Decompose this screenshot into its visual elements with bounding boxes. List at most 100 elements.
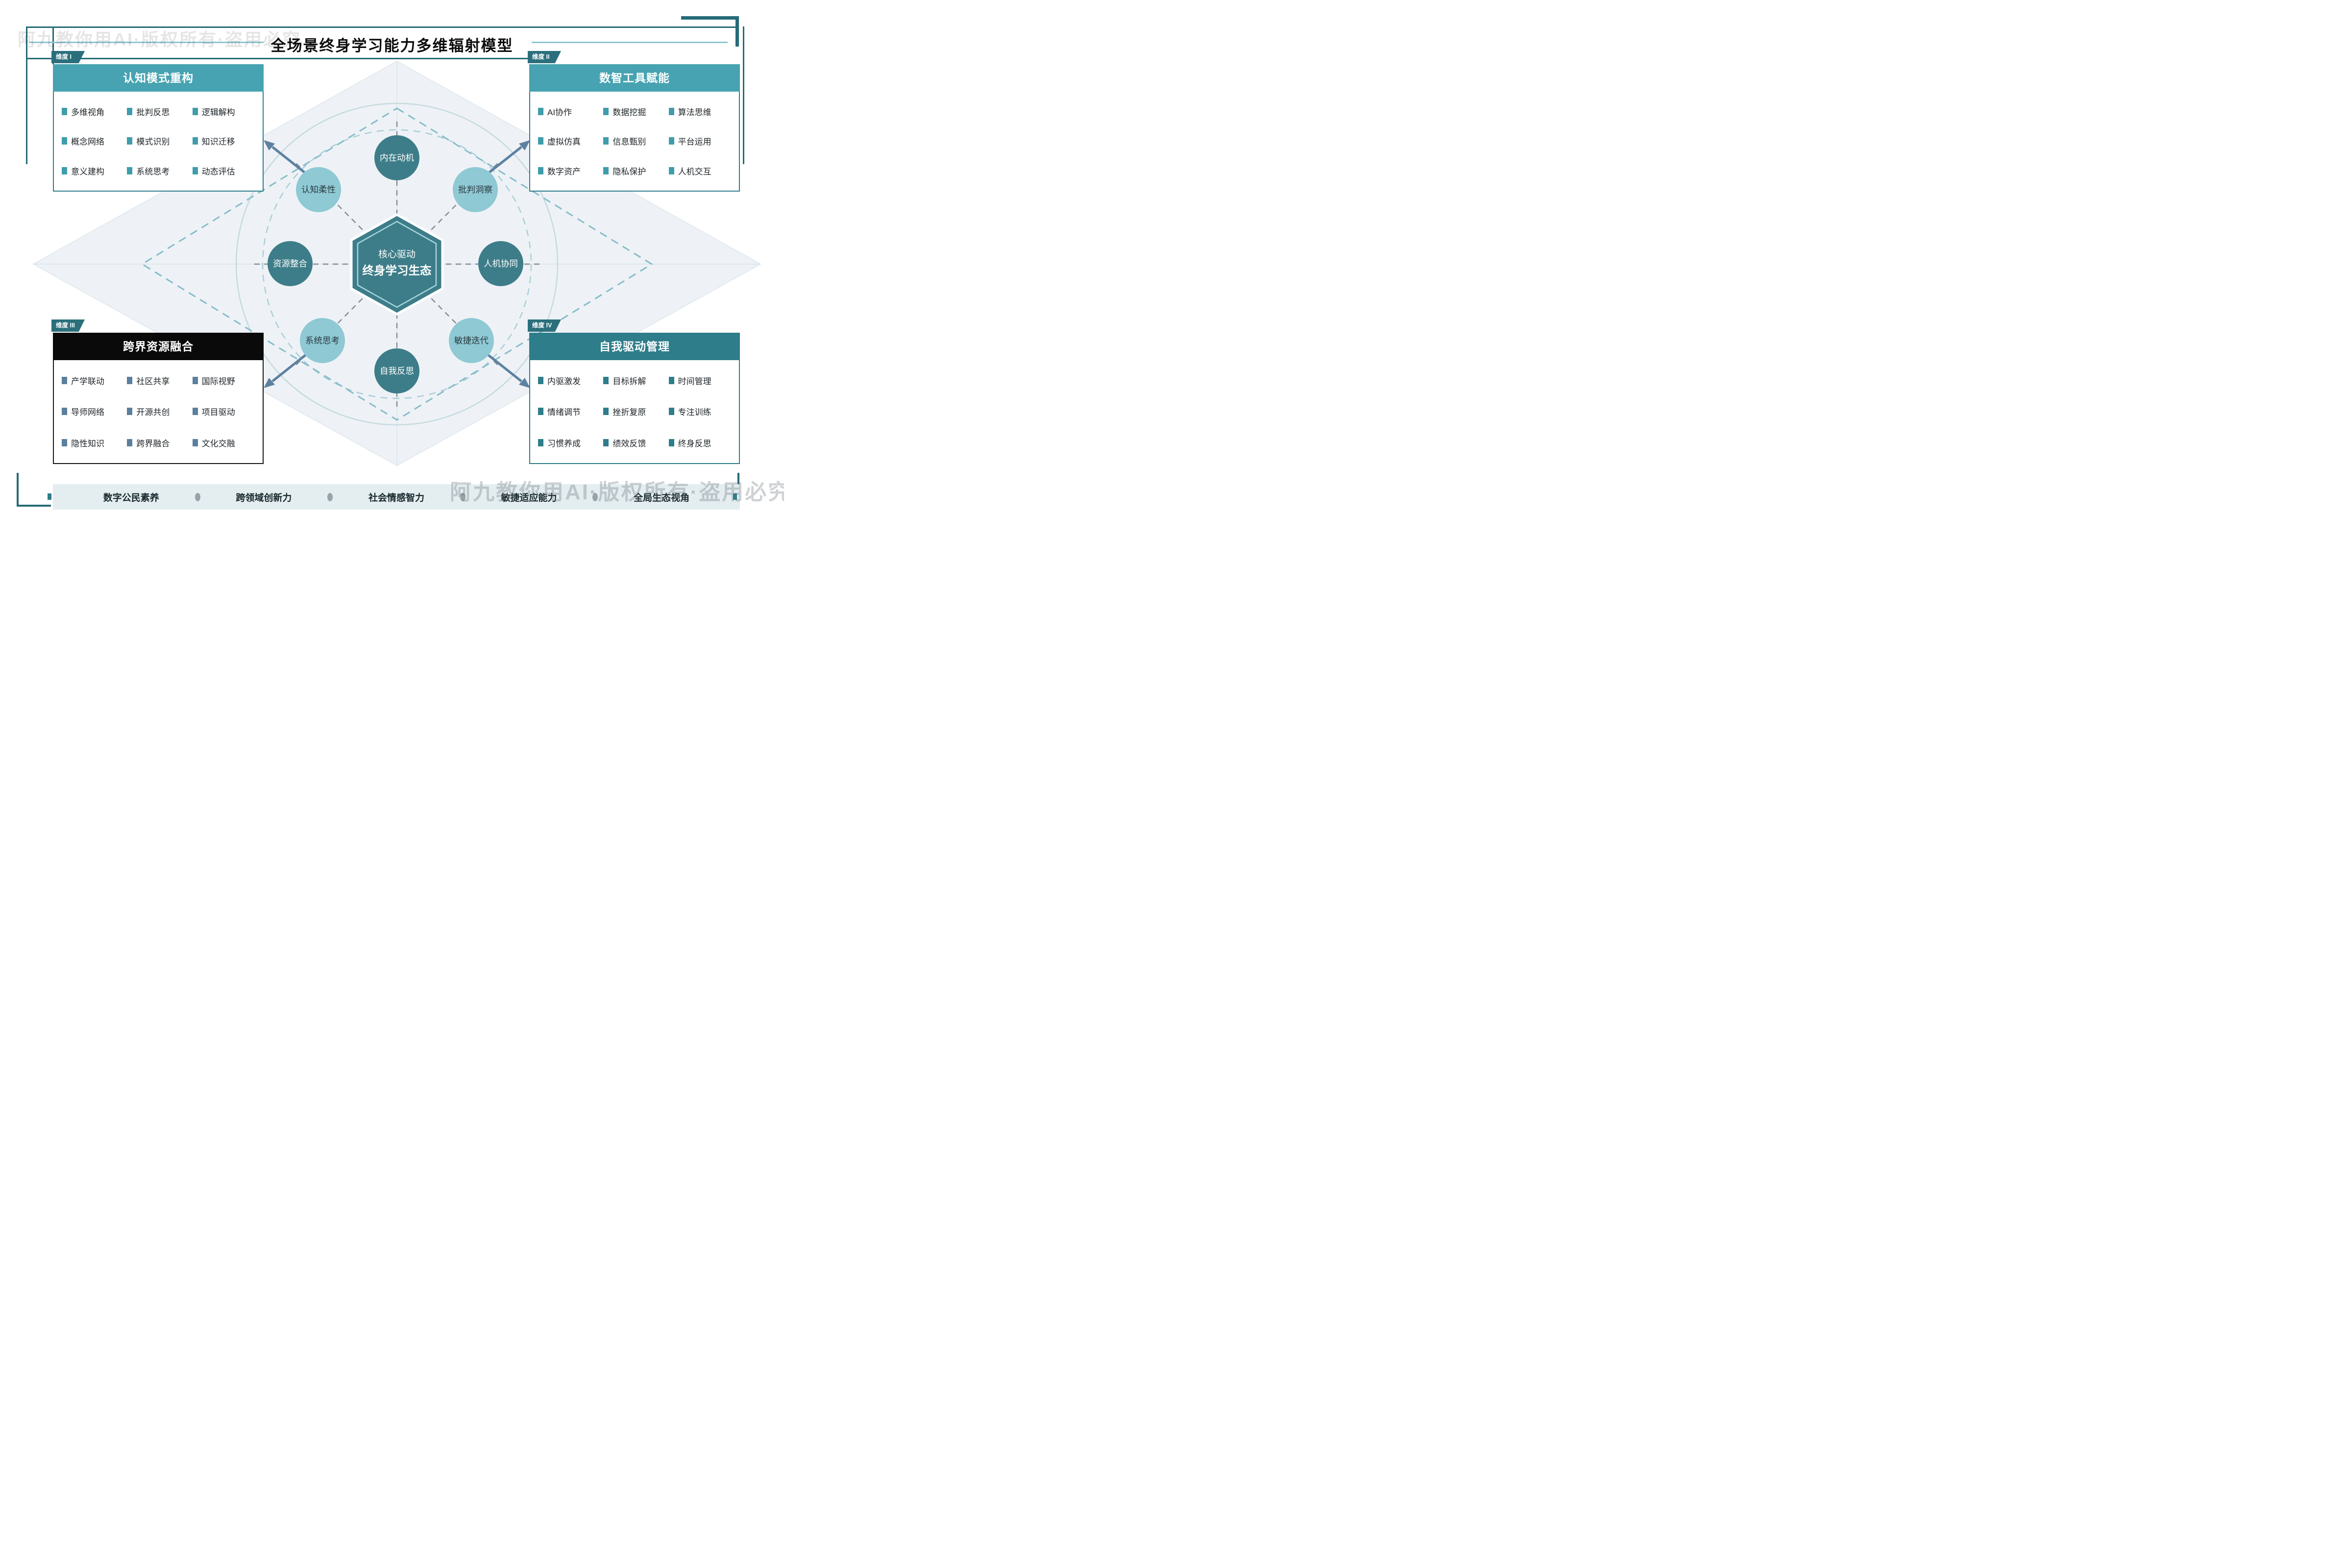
- bullet-square-icon: [538, 439, 543, 446]
- svg-text:认知柔性: 认知柔性: [301, 185, 336, 195]
- bullet-square-icon: [538, 167, 543, 175]
- footer-item: 敏捷适应能力: [501, 492, 557, 503]
- list-item: 导师网络: [62, 396, 127, 427]
- bullet-square-icon: [127, 408, 133, 416]
- list-item: 情绪调节: [538, 396, 603, 427]
- satellite-nodes: 内在动机 批判洞察 人机协同 敏捷迭代 自我反思 系统思考: [268, 135, 523, 393]
- bullet-square-icon: [538, 408, 543, 416]
- bullet-square-icon: [603, 377, 609, 385]
- bullet-square-icon: [668, 408, 674, 416]
- list-item: 习惯养成: [538, 427, 603, 458]
- bullet-square-icon: [62, 439, 67, 446]
- svg-text:内在动机: 内在动机: [380, 153, 414, 163]
- list-item: 意义建构: [62, 156, 127, 186]
- svg-text:人机协同: 人机协同: [484, 259, 518, 269]
- right-frame-line: [743, 26, 744, 164]
- dimension-1-badge: 维度 I: [51, 51, 85, 63]
- infographic-canvas: 内在动机 批判洞察 人机协同 敏捷迭代 自我反思 系统思考: [0, 0, 784, 523]
- satellite-inner-motivation: 内在动机: [374, 135, 419, 180]
- list-item: 挫折复原: [603, 396, 668, 427]
- dashed-diamond-shape: [141, 107, 653, 421]
- svg-text:敏捷迭代: 敏捷迭代: [454, 336, 489, 345]
- bullet-square-icon: [127, 107, 133, 115]
- core-title: 终身学习生态: [363, 264, 432, 277]
- bullet-square-icon: [62, 167, 67, 175]
- bullet-square-icon: [62, 107, 67, 115]
- bullet-square-icon: [192, 439, 198, 446]
- dashed-ring-circle: [262, 129, 532, 399]
- list-item: 虚拟仿真: [538, 126, 603, 156]
- bullet-square-icon: [192, 167, 198, 175]
- bullet-square-icon: [538, 107, 543, 115]
- list-item: 信息甄别: [603, 126, 668, 156]
- panel-dimension-4: 维度 IV 自我驱动管理 内驱激发 目标拆解 时间管理 情绪调节 挫折复原 专注…: [528, 319, 740, 464]
- bullet-square-icon: [192, 408, 198, 416]
- list-item: 批判反思: [127, 97, 192, 126]
- page-title: 全场景终身学习能力多维辐射模型: [270, 37, 514, 54]
- list-item: 跨界融合: [127, 427, 192, 458]
- title-underline-left: [29, 42, 264, 43]
- bullet-square-icon: [668, 107, 674, 115]
- list-item: 隐私保护: [603, 156, 668, 186]
- bullet-square-icon: [603, 167, 609, 175]
- footer-item: 全局生态视角: [634, 492, 690, 503]
- bullet-square-icon: [62, 377, 67, 385]
- title-underline-right: [532, 42, 728, 43]
- satellite-critical-insight: 批判洞察: [453, 167, 498, 212]
- satellite-cognitive-flexibility: 认知柔性: [296, 167, 341, 212]
- bullet-square-icon: [668, 439, 674, 446]
- dimension-1-items: 多维视角 批判反思 逻辑解构 概念网络 模式识别 知识迁移 意义建构 系统思考 …: [53, 92, 264, 192]
- bottom-left-bracket-horizontal: [17, 505, 51, 507]
- dimension-2-title: 数智工具赋能: [529, 64, 740, 92]
- list-item: 数字资产: [538, 156, 603, 186]
- top-frame-line: [26, 26, 736, 28]
- footer-item: 跨领域创新力: [236, 492, 292, 503]
- list-item: 逻辑解构: [192, 97, 258, 126]
- list-item: 绩效反馈: [603, 427, 668, 458]
- core-subtitle: 核心驱动: [378, 249, 416, 260]
- separator-dot-icon: [327, 492, 333, 501]
- bullet-square-icon: [668, 167, 674, 175]
- bullet-square-icon: [127, 439, 133, 446]
- list-item: 知识迁移: [192, 126, 258, 156]
- header-divider-line: [26, 58, 528, 59]
- list-item: 算法思维: [668, 97, 734, 126]
- core-hexagon: 核心驱动 终身学习生态: [350, 213, 444, 316]
- top-right-bracket-horizontal: [681, 16, 739, 20]
- bullet-square-icon: [538, 137, 543, 145]
- satellite-resource-integration: 资源整合: [268, 241, 313, 286]
- panel-dimension-3: 维度 III 跨界资源融合 产学联动 社区共享 国际视野 导师网络 开源共创 项…: [51, 319, 264, 464]
- bullet-square-icon: [127, 167, 133, 175]
- list-item: 概念网络: [62, 126, 127, 156]
- bullet-square-icon: [538, 377, 543, 385]
- list-item: 开源共创: [127, 396, 192, 427]
- satellite-system-thinking: 系统思考: [300, 318, 345, 363]
- footer-left-cap: [48, 493, 51, 500]
- list-item: AI协作: [538, 97, 603, 126]
- footer-item: 社会情感智力: [368, 492, 424, 503]
- panel-dimension-1: 维度 I 认知模式重构 多维视角 批判反思 逻辑解构 概念网络 模式识别 知识迁…: [51, 51, 264, 192]
- svg-text:批判洞察: 批判洞察: [458, 185, 492, 195]
- svg-text:自我反思: 自我反思: [380, 366, 414, 376]
- bullet-square-icon: [603, 439, 609, 446]
- radial-arrow-icon: [264, 140, 530, 388]
- list-item: 系统思考: [127, 156, 192, 186]
- list-item: 产学联动: [62, 365, 127, 396]
- panel-dimension-2: 维度 II 数智工具赋能 AI协作 数据挖掘 算法思维 虚拟仿真 信息甄别 平台…: [528, 51, 740, 192]
- footer-capability-bar: 数字公民素养 跨领域创新力 社会情感智力 敏捷适应能力 全局生态视角: [53, 484, 740, 510]
- bottom-left-bracket-vertical: [17, 473, 19, 507]
- separator-dot-icon: [592, 492, 598, 501]
- list-item: 国际视野: [192, 365, 258, 396]
- dimension-4-title: 自我驱动管理: [529, 333, 740, 360]
- list-item: 内驱激发: [538, 365, 603, 396]
- bullet-square-icon: [127, 377, 133, 385]
- separator-dot-icon: [195, 492, 200, 501]
- bullet-square-icon: [603, 408, 609, 416]
- dimension-3-badge: 维度 III: [51, 319, 85, 332]
- bullet-square-icon: [192, 107, 198, 115]
- list-item: 多维视角: [62, 97, 127, 126]
- footer-right-cap: [733, 493, 737, 500]
- bullet-square-icon: [127, 137, 133, 145]
- dimension-2-badge: 维度 II: [528, 51, 561, 63]
- svg-text:资源整合: 资源整合: [273, 259, 307, 269]
